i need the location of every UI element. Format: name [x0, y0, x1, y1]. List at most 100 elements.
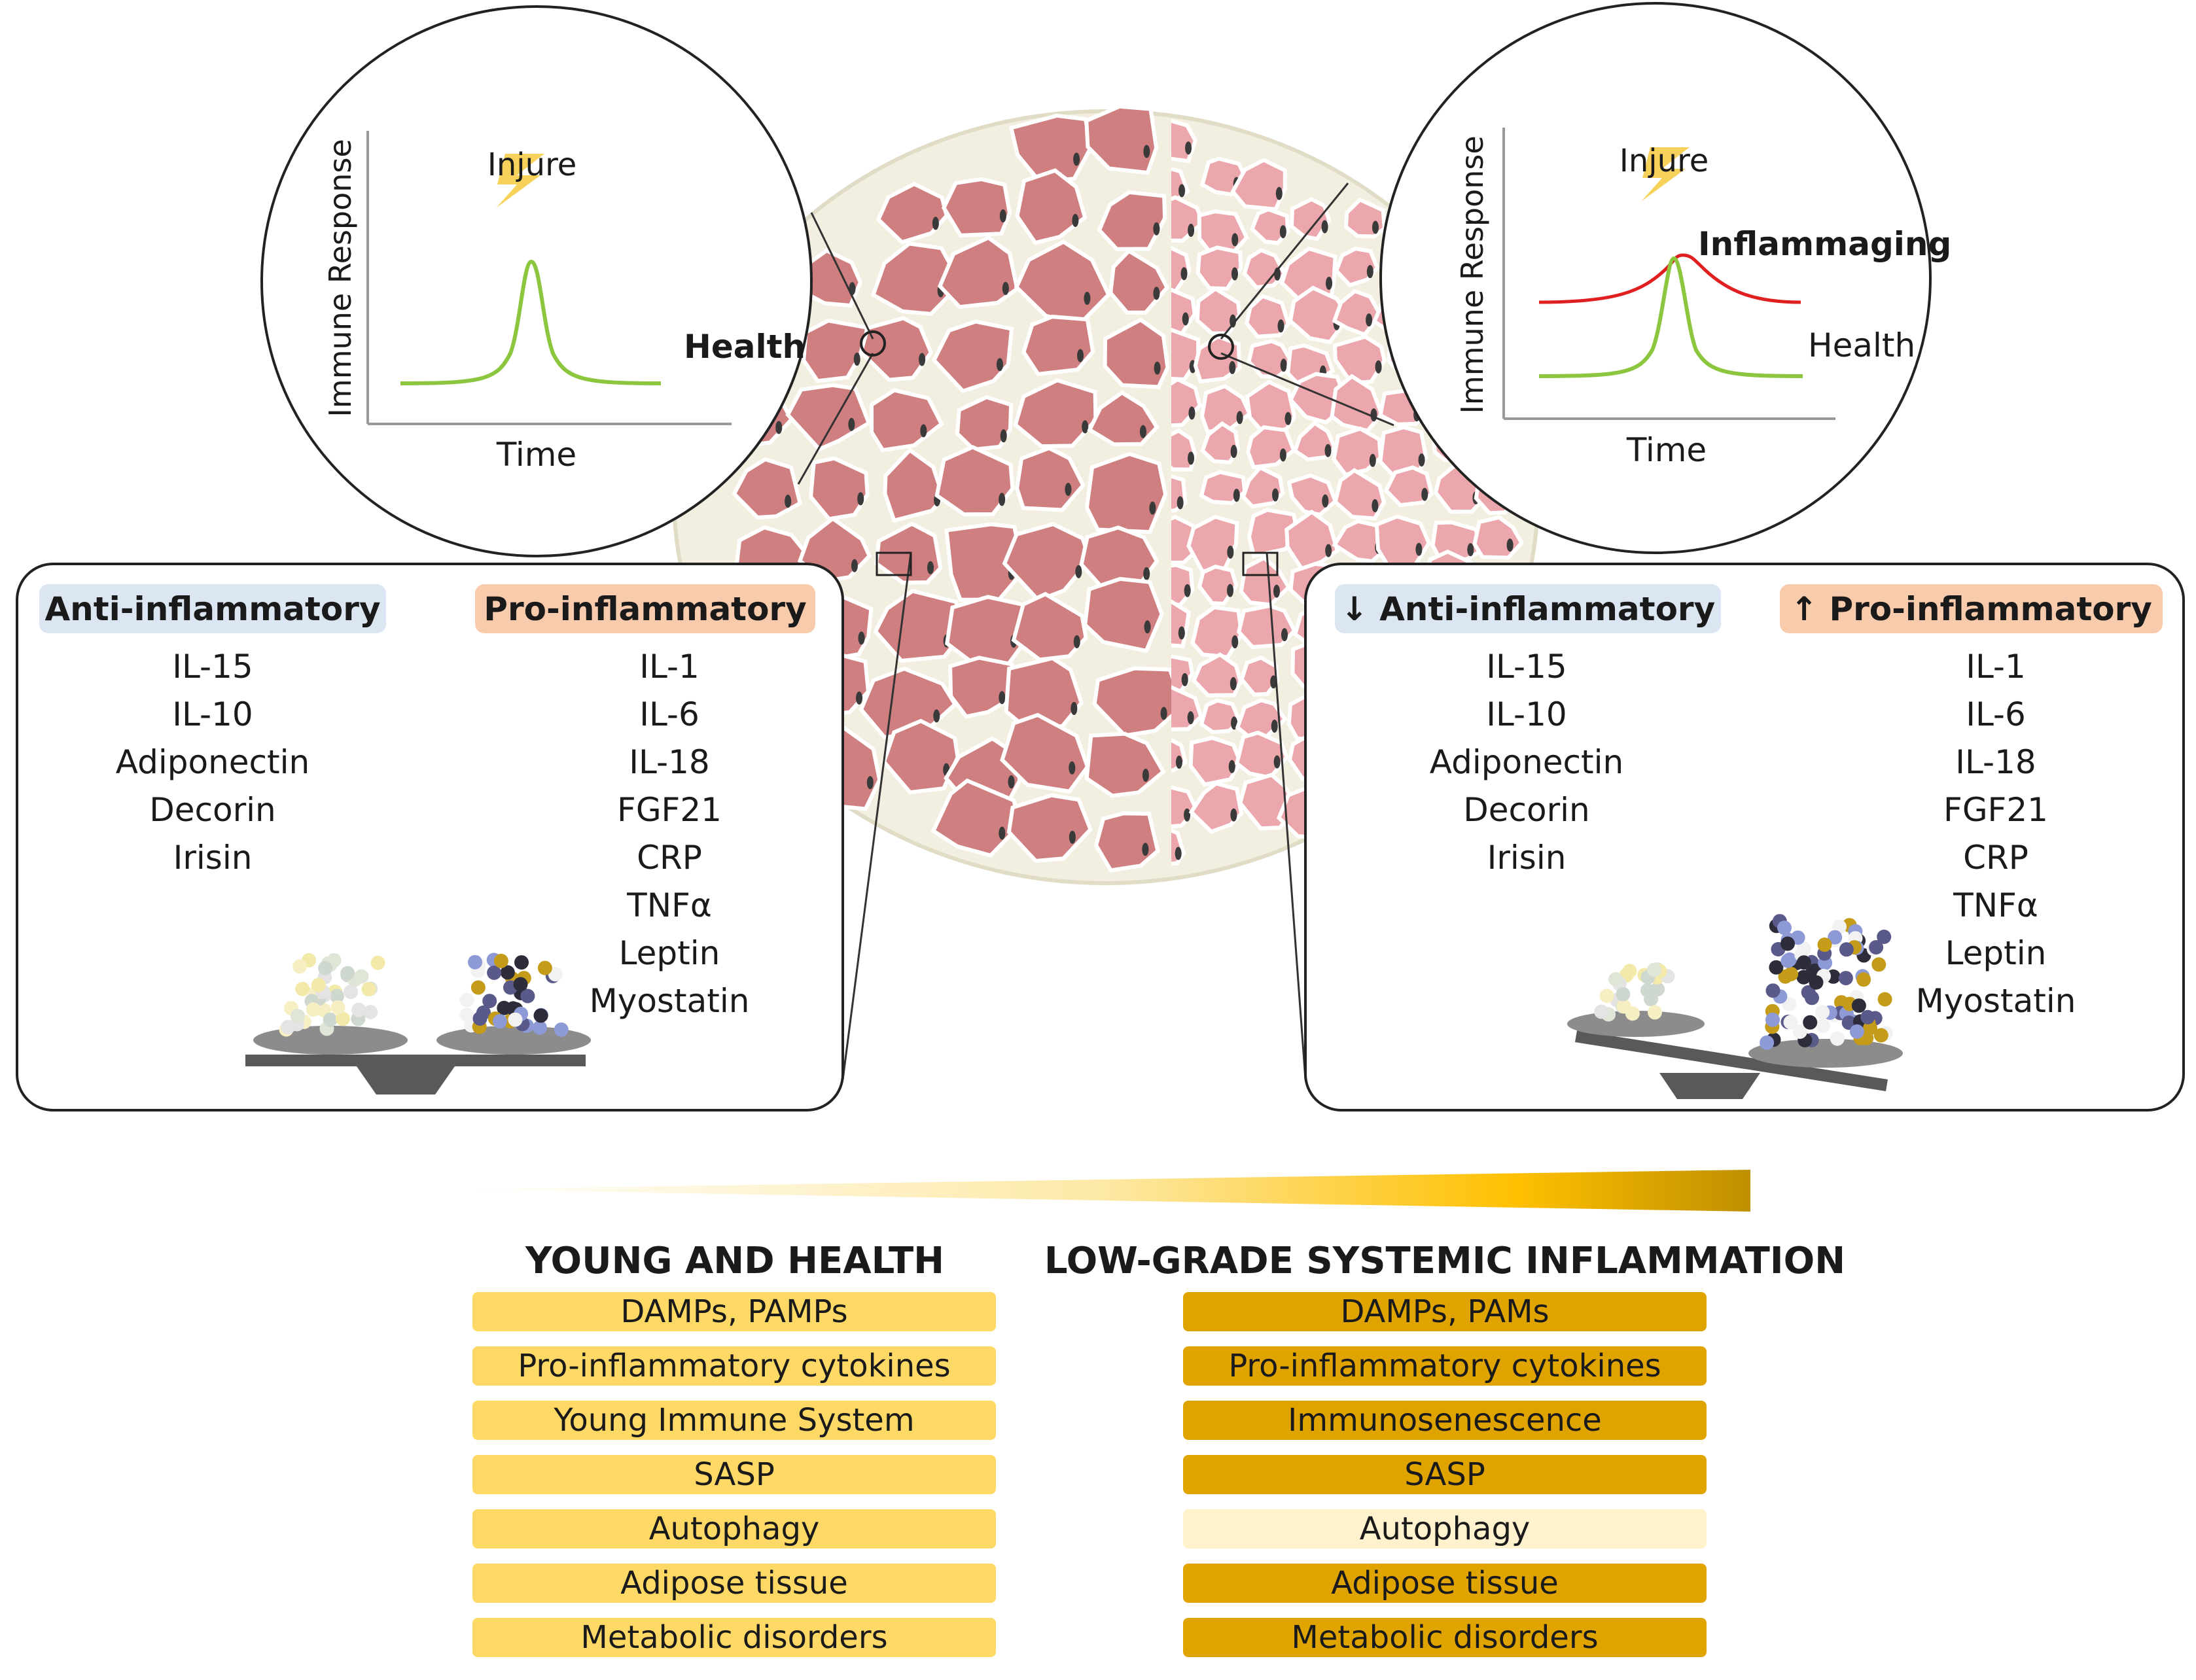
myonucleus: [1188, 451, 1195, 465]
muscle-fiber: [1250, 207, 1290, 245]
factor-row: Autophagy: [1183, 1509, 1707, 1549]
cytokine-particle: [1796, 955, 1811, 970]
muscle-fiber: [1084, 104, 1159, 175]
muscle-fiber: [1092, 666, 1171, 738]
cytokine-particle: [472, 1011, 487, 1026]
myonucleus: [1236, 411, 1243, 425]
panel-left-box: [16, 563, 844, 1111]
myonucleus: [1077, 349, 1084, 362]
cytokine-item: IL-1: [639, 648, 700, 686]
cytokine-particle: [1828, 930, 1843, 945]
cytokine-particle: [1783, 1015, 1798, 1030]
cytokine-particle: [354, 969, 369, 984]
cytokine-particle: [1777, 920, 1792, 936]
myonucleus: [1188, 224, 1195, 237]
myonucleus: [851, 559, 858, 572]
cytokine-particle: [1778, 969, 1793, 984]
cytokine-particle: [532, 1020, 547, 1035]
myonucleus: [1233, 489, 1240, 502]
muscle-fiber: [1188, 781, 1244, 834]
myonucleus: [1369, 453, 1376, 467]
cytokine-particle: [500, 965, 515, 980]
muscle-fiber: [1197, 564, 1239, 606]
myonucleus: [999, 493, 1006, 506]
myonucleus: [1372, 220, 1379, 234]
cytokine-particle: [1599, 989, 1614, 1004]
muscle-fiber: [1289, 197, 1332, 241]
health-curve-left: [400, 259, 662, 385]
graph-right-y-label: Immune Response: [1455, 135, 1490, 414]
cytokine-particle: [1817, 937, 1832, 952]
myonucleus: [1230, 808, 1237, 822]
myonucleus: [1139, 425, 1146, 438]
muscle-fiber: [930, 778, 1023, 858]
graph-left-health-label: Health: [684, 328, 806, 366]
myonucleus: [1082, 420, 1089, 434]
myonucleus: [1069, 761, 1076, 775]
myonucleus: [1228, 760, 1235, 773]
myonucleus: [1366, 313, 1373, 327]
cytokine-particle: [330, 1000, 345, 1015]
myonucleus: [1280, 359, 1287, 372]
myonucleus: [1231, 716, 1238, 730]
balance-scale-right: [1567, 914, 1903, 1099]
cytokine-particle: [1839, 942, 1854, 957]
myonucleus: [1324, 444, 1332, 457]
cytokine-item: Irisin: [1487, 839, 1567, 877]
myonucleus: [1071, 701, 1078, 715]
cytokine-particle: [468, 954, 482, 970]
myonucleus: [1231, 233, 1239, 247]
cytokine-particle: [554, 1022, 569, 1037]
cytokine-particle: [344, 985, 359, 1000]
myonucleus: [1160, 707, 1167, 720]
muscle-fiber: [1013, 378, 1098, 449]
myonucleus: [1230, 677, 1237, 691]
cytokine-item: IL-15: [172, 648, 253, 686]
graph-right: [1502, 128, 1835, 420]
muscle-fiber: [934, 445, 1015, 517]
myonucleus: [1143, 145, 1150, 158]
myonucleus: [1366, 265, 1373, 279]
muscle-fiber: [1383, 465, 1434, 508]
cytokine-particle: [370, 955, 385, 970]
aging-gradient-arrow: [455, 1170, 1750, 1212]
myonucleus: [1375, 360, 1382, 374]
myonucleus: [1184, 584, 1191, 597]
cytokine-particle: [1873, 1028, 1888, 1043]
myonucleus: [1184, 808, 1191, 822]
myonucleus: [1142, 843, 1149, 856]
graph-right-inflammaging-label: Inflammaging: [1698, 225, 1952, 263]
muscle-fiber: [1021, 315, 1095, 376]
factor-row: Pro-inflammatory cytokines: [472, 1346, 996, 1386]
cytokine-particle: [514, 955, 529, 970]
myonucleus: [866, 776, 874, 790]
myonucleus: [1325, 544, 1332, 557]
cytokine-particle: [1815, 1019, 1830, 1033]
myonucleus: [1284, 411, 1292, 425]
myonucleus: [1230, 314, 1237, 328]
myonucleus: [1421, 487, 1428, 501]
cytokine-item: IL-6: [639, 695, 700, 733]
myonucleus: [1084, 292, 1091, 306]
cytokine-particle: [1803, 1015, 1818, 1030]
muscle-fiber: [1002, 522, 1092, 603]
low-grade-inflammation-title: LOW-GRADE SYSTEMIC INFLAMMATION: [1044, 1240, 1846, 1282]
myonucleus: [1153, 222, 1160, 236]
myonucleus: [1002, 281, 1009, 295]
myonucleus: [920, 424, 927, 438]
cytokine-particle: [363, 1005, 378, 1019]
myonucleus: [1142, 768, 1149, 782]
myonucleus: [858, 631, 865, 645]
cytokine-particle: [1765, 983, 1780, 998]
myonucleus: [1415, 542, 1423, 556]
myonucleus: [919, 353, 926, 366]
cytokine-particle: [292, 959, 307, 974]
cytokine-item: IL-18: [629, 743, 710, 781]
myonucleus: [848, 417, 855, 431]
cytokine-particle: [1869, 940, 1884, 954]
cytokine-particle: [493, 953, 508, 968]
cytokine-item: Adiponectin: [1429, 743, 1624, 781]
myonucleus: [1326, 276, 1333, 290]
cytokine-item: Decorin: [149, 791, 276, 829]
muscle-fiber: [785, 383, 872, 452]
